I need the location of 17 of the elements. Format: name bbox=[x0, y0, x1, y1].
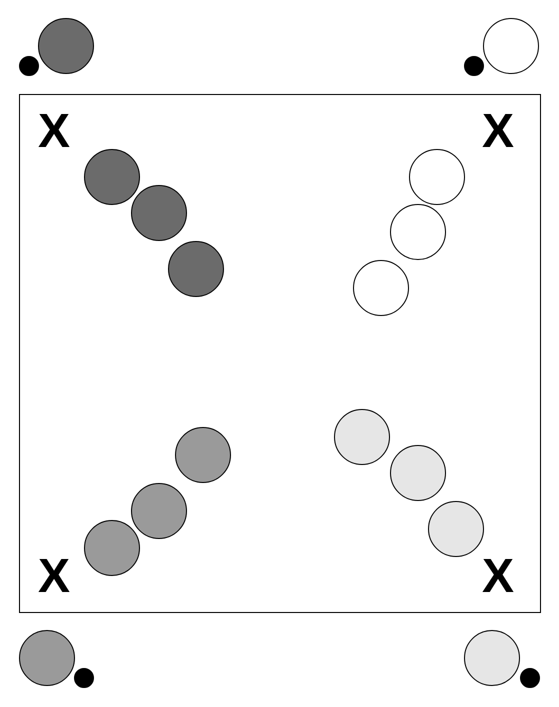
player-icon bbox=[390, 444, 446, 500]
player-icon bbox=[352, 260, 408, 316]
cone-marker: X bbox=[482, 112, 514, 152]
ball-icon bbox=[464, 56, 484, 76]
player-icon bbox=[84, 520, 140, 576]
ball-icon bbox=[74, 668, 94, 688]
player-icon bbox=[130, 482, 186, 538]
ball-icon bbox=[520, 668, 540, 688]
cone-marker: X bbox=[482, 557, 514, 597]
ball-icon bbox=[19, 56, 39, 76]
player-icon bbox=[168, 240, 224, 296]
cone-marker: X bbox=[38, 557, 70, 597]
player-icon bbox=[428, 500, 484, 556]
cone-marker: X bbox=[38, 112, 70, 152]
player-icon bbox=[130, 184, 186, 240]
field-boundary bbox=[19, 94, 541, 613]
player-icon bbox=[390, 204, 446, 260]
